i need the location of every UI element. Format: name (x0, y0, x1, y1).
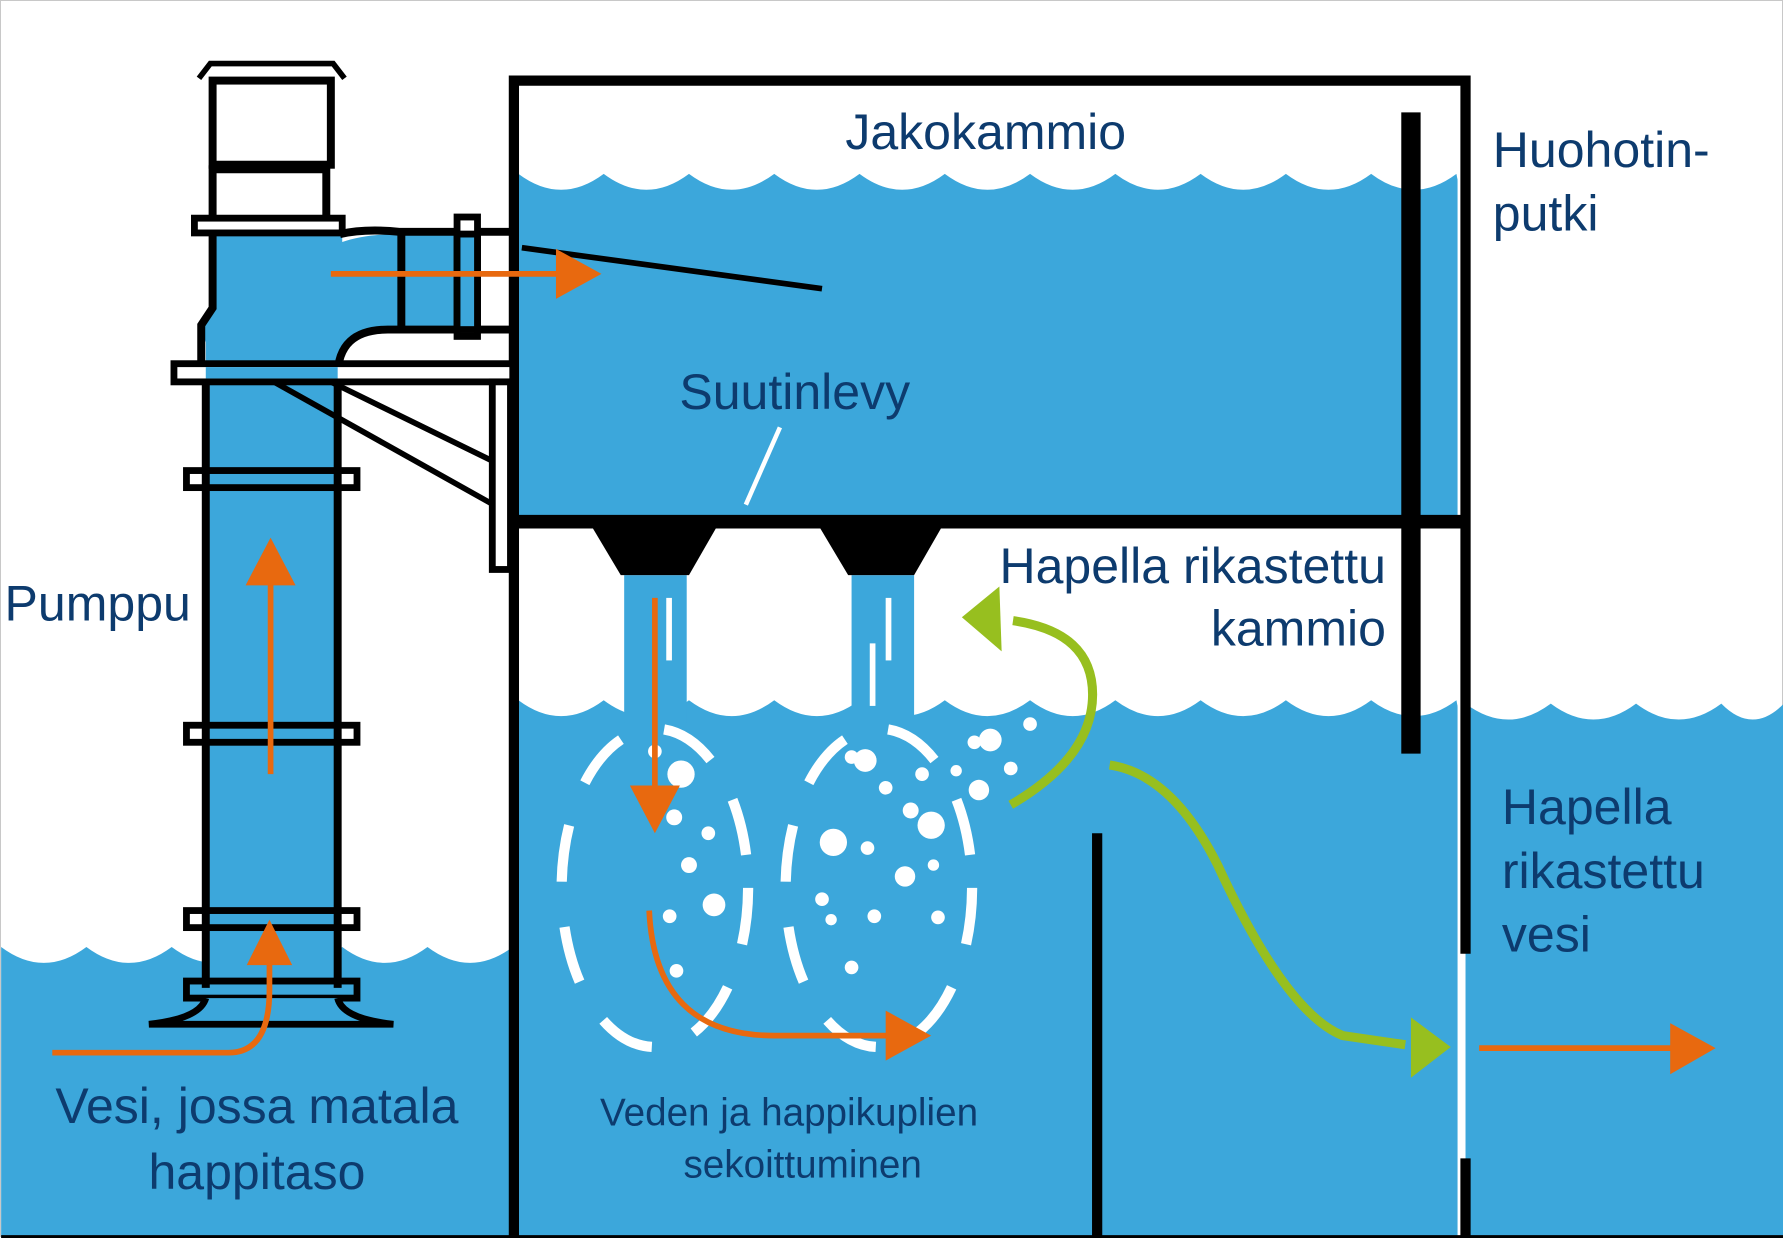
oxygen-bubble (669, 963, 684, 978)
nozzle-2 (816, 521, 945, 576)
mixing-chamber-water (518, 700, 1458, 1238)
oxygen-bubble (894, 866, 916, 887)
label-pump: Pumppu (5, 576, 191, 632)
oxygen-bubble (950, 765, 962, 777)
oxygen-bubble (917, 811, 945, 839)
label-vent-pipe-1: Huohotin- (1493, 122, 1710, 178)
arrow-to-distribution (330, 248, 602, 299)
label-enriched-chamber-2: kammio (1211, 601, 1386, 657)
oxygen-bubble (915, 767, 929, 781)
outlet-water-body (1465, 703, 1783, 1238)
oxygen-bubble (825, 913, 837, 926)
label-nozzle-plate: Suutinlevy (679, 364, 910, 420)
oxygen-bubble (1023, 717, 1037, 731)
water-jet-2 (851, 575, 915, 723)
oxygen-bubble (662, 909, 677, 924)
arrow-nozzle-down (629, 597, 680, 834)
label-mixing-2: sekoittuminen (683, 1144, 921, 1187)
label-low-oxygen-water-1: Vesi, jossa matala (55, 1078, 458, 1134)
oxygen-bubble (815, 892, 829, 907)
oxygen-bubble (931, 910, 945, 925)
oxygen-bubble (844, 960, 859, 975)
mixing-zone (556, 717, 1037, 1053)
oxygen-bubble (844, 750, 859, 764)
label-low-oxygen-water-2: happitaso (148, 1144, 365, 1200)
intake-water-body (1, 946, 514, 1238)
arrow-pump-up (245, 537, 296, 775)
label-mixing-1: Veden ja happikuplien (600, 1091, 978, 1134)
oxygen-bubble (902, 802, 919, 819)
distribution-chamber-water (518, 173, 1458, 517)
label-enriched-water-1: Hapella (1502, 779, 1672, 835)
oxygen-bubble (667, 760, 695, 788)
jet-streaks (666, 597, 892, 706)
oxygen-bubble (860, 841, 875, 855)
oxygen-bubble (666, 809, 683, 826)
nozzle-plate-pointer (743, 426, 783, 506)
label-enriched-water-3: vesi (1502, 906, 1591, 962)
oxygen-bubble (853, 749, 877, 772)
oxygen-bubble (1003, 761, 1018, 776)
label-vent-pipe-2: putki (1493, 186, 1599, 242)
oxygen-bubble (681, 857, 697, 874)
tank-outline (508, 75, 1471, 1238)
flow-arrows (52, 248, 1716, 1078)
nozzle-1 (588, 521, 720, 576)
label-enriched-chamber-1: Hapella rikastettu (999, 538, 1385, 594)
deflector-plate (521, 244, 823, 292)
label-distribution-chamber: Jakokammio (845, 104, 1126, 160)
arrow-oxygen-out (1108, 760, 1451, 1078)
oxygen-bubble (702, 893, 726, 917)
oxygen-bubble (978, 728, 1002, 752)
oxygen-bubble (968, 779, 990, 801)
oxygen-bubble (927, 859, 940, 871)
arrow-outlet (1479, 1023, 1716, 1075)
oxygen-bubble (967, 735, 982, 750)
pump-motor (208, 76, 335, 169)
pump-assembly (148, 60, 517, 1028)
arrow-oxygen-up (961, 586, 1098, 809)
oxygen-bubble (878, 780, 893, 795)
label-enriched-water-2: rikastettu (1502, 843, 1705, 899)
oxygen-bubble (819, 828, 848, 856)
arrow-mixing-out (646, 910, 932, 1061)
bracket-post (488, 378, 514, 573)
oxygen-bubble (867, 909, 882, 924)
arrow-intake (52, 919, 293, 1056)
oxygen-bubble (701, 826, 716, 841)
